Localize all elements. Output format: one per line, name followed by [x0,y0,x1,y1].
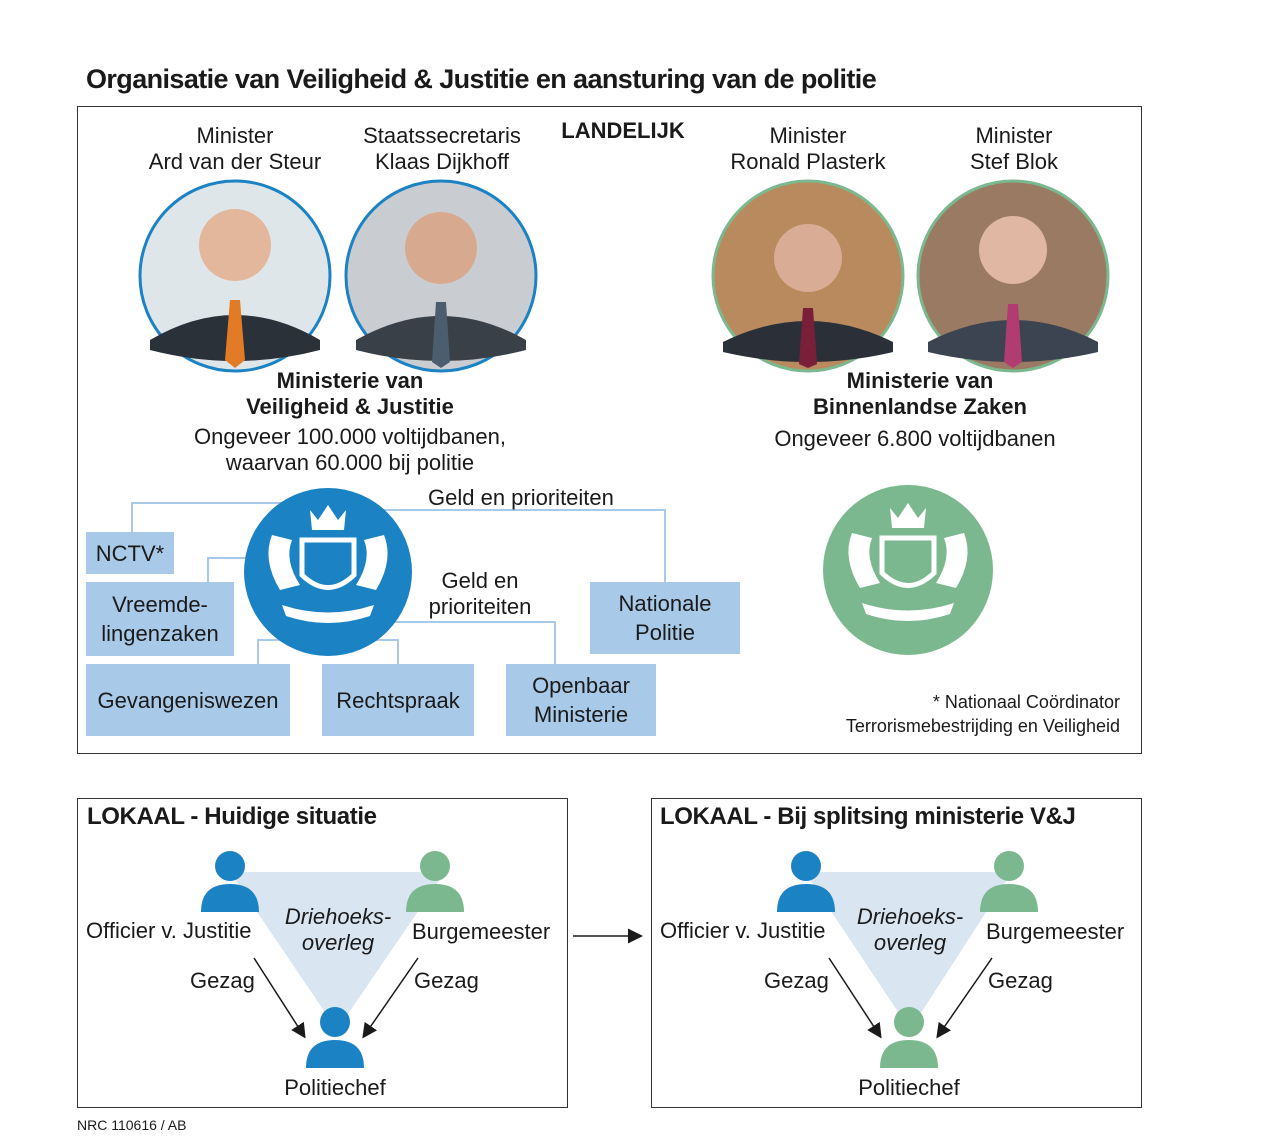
person-role: Staatssecretaris [363,123,521,148]
person-photo-plasterk [711,179,905,373]
person-label-steur: Minister Ard van der Steur [115,123,355,175]
person-label-plasterk: Minister Ronald Plasterk [688,123,928,175]
unit-rechtspraak: Rechtspraak [322,664,474,736]
unit-vreemd-line1: Vreemde- [112,592,208,617]
ministry-vj: Ministerie van Veiligheid & Justitie [190,368,510,420]
credit: NRC 110616 / AB [77,1117,187,1133]
unit-vreemdelingenzaken: Vreemde- lingenzaken [86,582,234,656]
unit-om-line1: Openbaar [532,673,630,698]
person-icon [880,1007,938,1068]
local-split-heading: LOKAAL - Bij splitsing ministerie V&J [660,803,1076,830]
person-name: Ronald Plasterk [730,149,886,174]
national-panel [77,106,1142,754]
person-role: Minister [196,123,274,148]
triangle-label: Driehoeks- overleg [268,904,408,956]
unit-om-line2: Ministerie [533,702,629,727]
ministry-vj-jobs2: waarvan 60.000 bij politie [225,450,475,475]
authority-left-label: Gezag [764,968,829,993]
person-icon [777,851,835,912]
triangle-label1: Driehoeks- [284,904,392,929]
person-name: Ard van der Steur [148,149,322,174]
arrow-icon [253,928,643,1039]
officer-label: Officier v. Justitie [660,918,826,943]
authority-right-label: Gezag [988,968,1053,993]
person-label-blok: Minister Stef Blok [894,123,1134,175]
person-photo-steur [138,179,332,373]
unit-openbaar-ministerie: Openbaar Ministerie [506,664,656,736]
coat-of-arms-icon [244,488,412,656]
chief-label: Politiechef [858,1075,960,1100]
mayor-label: Burgemeester [412,919,551,944]
triangle-current [230,872,445,1030]
person-role: Minister [769,123,847,148]
triangle-label2: overleg [873,930,947,955]
person-icon [201,851,259,912]
person-icon [306,1007,364,1068]
ministry-bz-jobs: Ongeveer 6.800 voltijdbanen [774,426,1056,451]
local-current-heading: LOKAAL - Huidige situatie [87,803,377,830]
person-name: Klaas Dijkhoff [374,149,510,174]
person-photo-dijkhoff [344,179,538,373]
ministry-bz: Ministerie van Binnenlandse Zaken [760,368,1080,420]
local-current-panel [77,798,568,1108]
coat-of-arms-icon [823,485,993,655]
mayor-label: Burgemeester [986,919,1125,944]
ministry-bz-line2: Binnenlandse Zaken [813,394,1027,419]
footnote-line1: * Nationaal Coördinator [932,692,1120,712]
chief-label: Politiechef [284,1075,386,1100]
authority-left-label: Gezag [190,968,255,993]
link-label-mid2: prioriteiten [428,594,532,619]
person-icon [980,851,1038,912]
unit-gevangeniswezen: Gevangeniswezen [86,664,290,736]
ministry-vj-line2: Veiligheid & Justitie [246,394,454,419]
link-label-mid1: Geld en [441,568,519,593]
ministry-bz-line1: Ministerie van [846,368,994,393]
unit-np-line1: Nationale [618,591,712,616]
unit-gevangenis-label: Gevangeniswezen [97,687,279,713]
ministry-vj-jobs: Ongeveer 100.000 voltijdbanen, waarvan 6… [150,424,550,476]
unit-nctv: NCTV* [86,532,174,574]
person-name: Stef Blok [969,149,1059,174]
unit-nationale-politie: Nationale Politie [590,582,740,654]
local-split-panel [651,798,1142,1108]
link-label-top: Geld en prioriteiten [428,485,614,510]
unit-nctv-label: NCTV* [95,540,165,566]
page-title: Organisatie van Veiligheid & Justitie en… [86,64,877,94]
person-role: Minister [975,123,1053,148]
person-label-dijkhoff: Staatssecretaris Klaas Dijkhoff [322,123,562,175]
footnote: * Nationaal Coördinator Terrorismebestri… [780,690,1120,738]
person-photo-blok [916,179,1110,373]
officer-label: Officier v. Justitie [86,918,252,943]
footnote-line2: Terrorismebestrijding en Veiligheid [845,716,1120,736]
ministry-vj-line1: Ministerie van [276,368,424,393]
unit-vreemd-line2: lingenzaken [101,621,219,646]
unit-np-line2: Politie [635,620,695,645]
ministry-vj-jobs1: Ongeveer 100.000 voltijdbanen, [194,424,506,449]
arrow-icon [828,957,993,1039]
unit-rechtspraak-label: Rechtspraak [336,687,460,713]
triangle-split [805,872,1012,1030]
person-icon [406,851,464,912]
triangle-label: Driehoeks- overleg [840,904,980,956]
link-label-mid: Geld en prioriteiten [400,568,560,620]
triangle-label1: Driehoeks- [856,904,964,929]
triangle-label2: overleg [301,930,375,955]
national-heading: LANDELIJK [561,118,685,143]
authority-right-label: Gezag [414,968,479,993]
